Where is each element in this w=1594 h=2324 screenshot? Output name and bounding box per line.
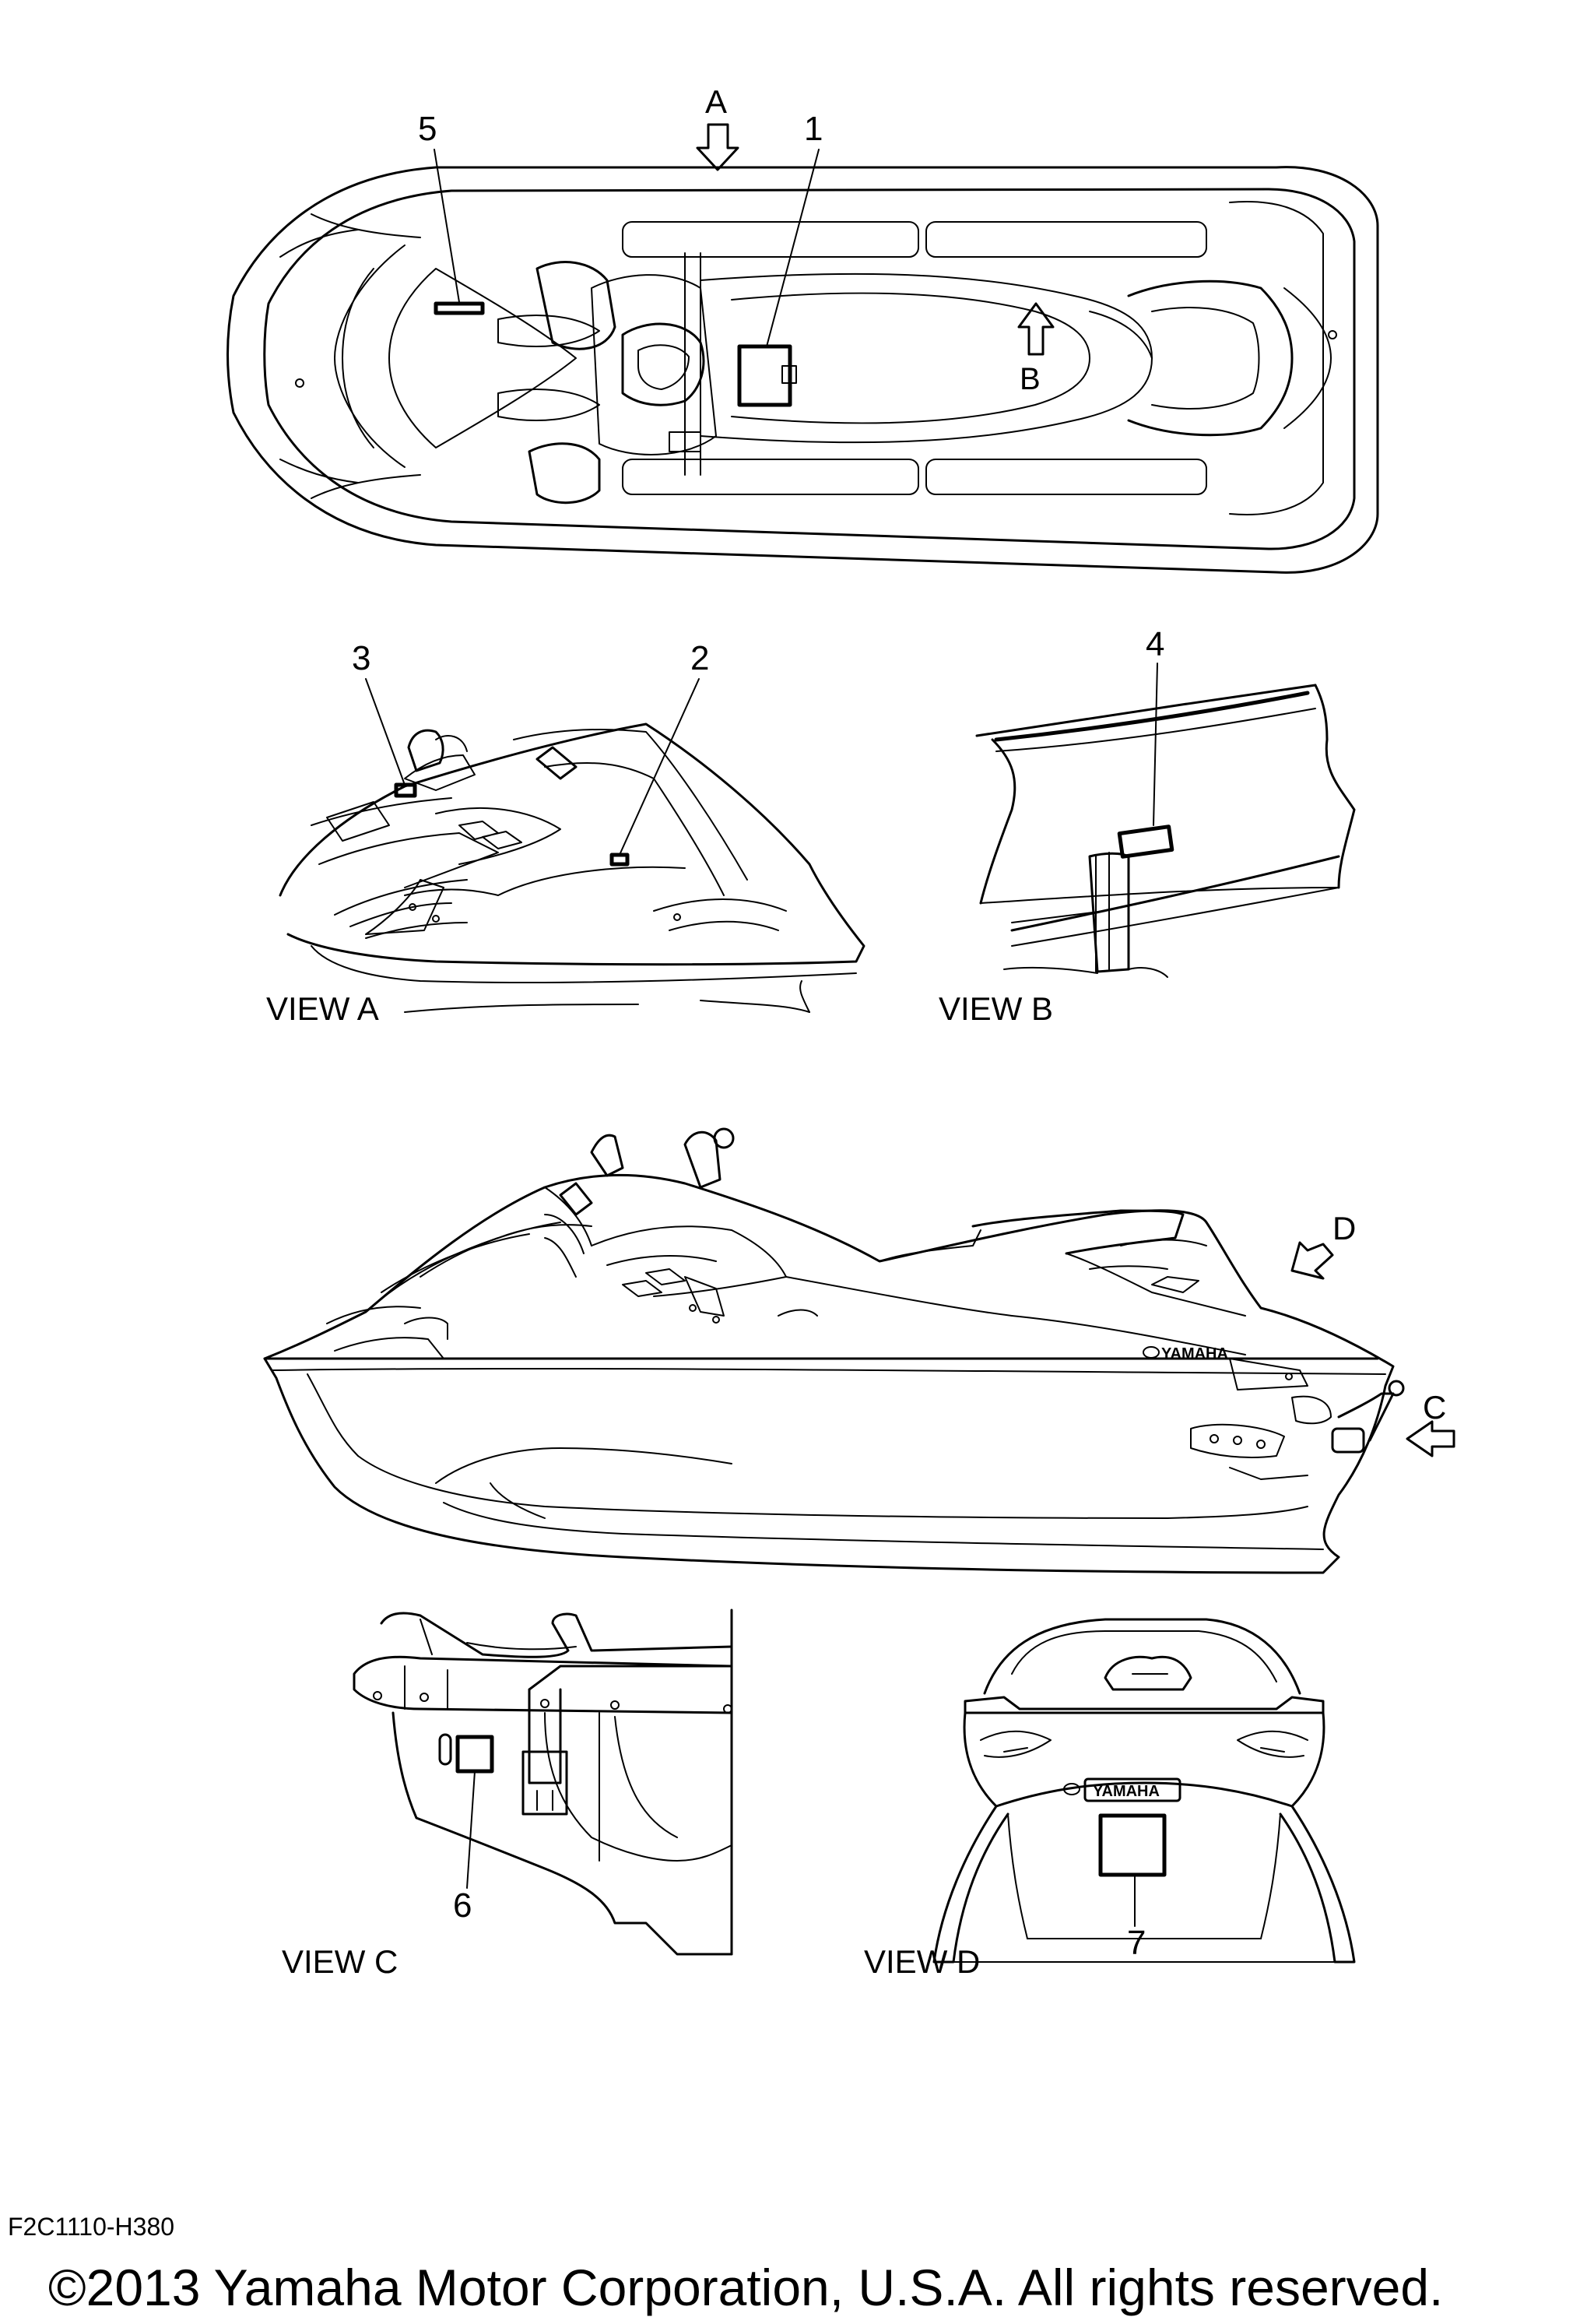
- view-c-arrow: C: [1406, 1389, 1455, 1457]
- view-d-detail: YAMAHA: [932, 1618, 1356, 1964]
- side-view-watercraft: YAMAHA: [263, 1127, 1405, 1574]
- callout-number-2: 2: [690, 639, 709, 677]
- leader-line-1: [766, 149, 820, 347]
- side-brand-mark: YAMAHA: [1161, 1345, 1228, 1362]
- view-d-arrow: D: [1290, 1210, 1356, 1280]
- view-arrow-c-label: C: [1423, 1389, 1446, 1426]
- leader-line-6: [466, 1770, 476, 1889]
- diagram-code: F2C1110-H380: [8, 2213, 175, 2241]
- view-arrow-a-label: A: [705, 83, 727, 120]
- view-b-arrow: B: [1017, 302, 1055, 396]
- callout-number-5: 5: [418, 110, 437, 148]
- leader-line-3: [365, 678, 406, 786]
- leader-line-5: [434, 149, 460, 303]
- view-arrow-b-label: B: [1020, 362, 1041, 396]
- callout-number-6: 6: [453, 1886, 472, 1925]
- view-d-caption: VIEW D: [864, 1943, 980, 1980]
- copyright-notice: ©2013 Yamaha Motor Corporation, U.S.A. A…: [48, 2259, 1444, 2316]
- leader-line-4: [1153, 663, 1158, 826]
- top-view-watercraft: [226, 166, 1379, 574]
- callout-number-7: 7: [1127, 1924, 1146, 1962]
- callout-number-3: 3: [352, 639, 370, 677]
- view-b-caption: VIEW B: [939, 990, 1053, 1027]
- view-a-detail: [279, 723, 865, 1013]
- view-a-caption: VIEW A: [266, 990, 379, 1027]
- callout-number-1: 1: [804, 110, 823, 148]
- view-a-arrow: A: [696, 83, 739, 171]
- rear-brand-mark: YAMAHA: [1093, 1783, 1160, 1800]
- callout-number-4: 4: [1146, 625, 1164, 663]
- view-c-detail: [353, 1609, 733, 1956]
- view-b-detail: [975, 684, 1356, 978]
- view-c-caption: VIEW C: [282, 1943, 398, 1980]
- view-arrow-d-label: D: [1332, 1210, 1356, 1246]
- leader-line-2: [619, 678, 700, 856]
